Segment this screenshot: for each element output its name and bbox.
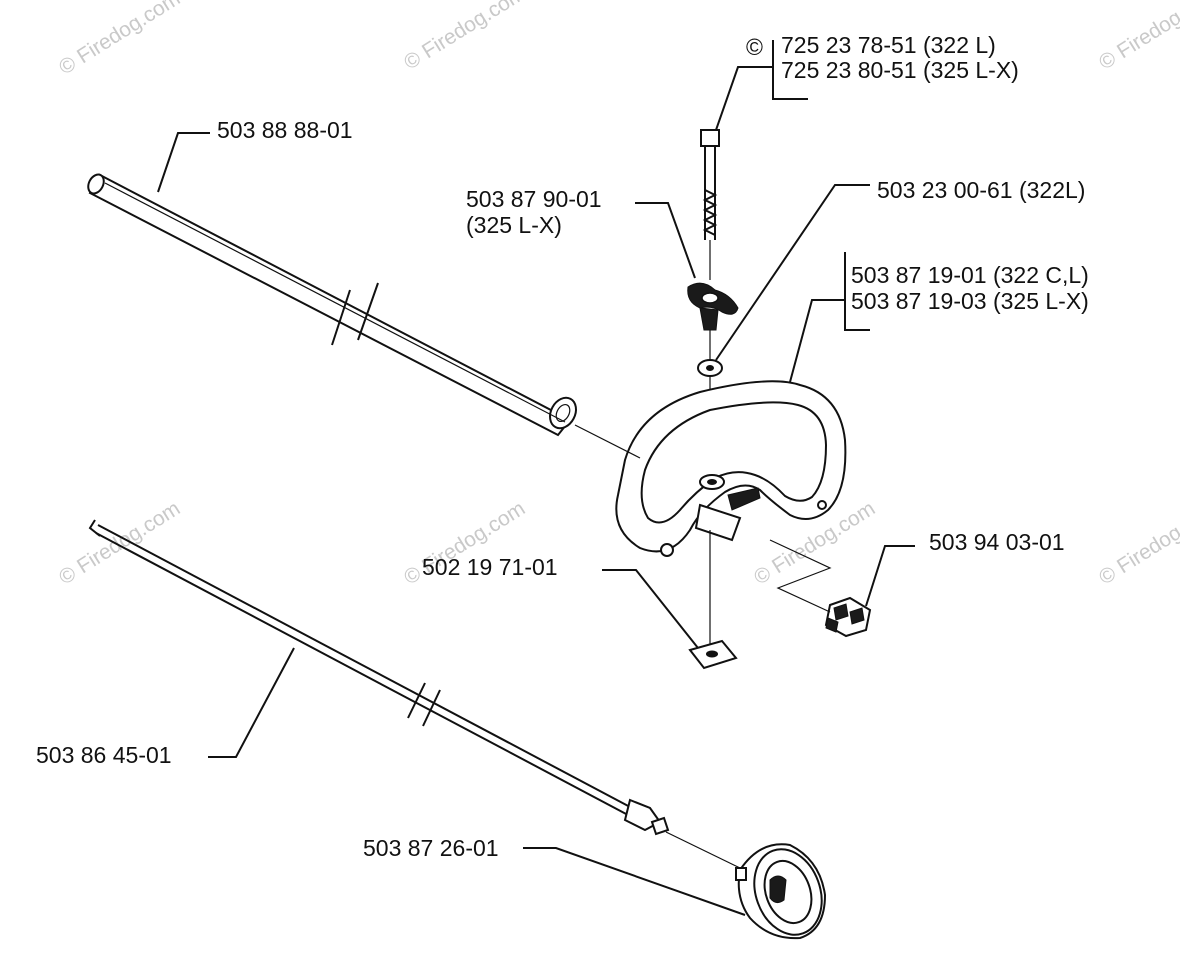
knob-part (687, 282, 739, 360)
clip-connector-line (769, 539, 832, 613)
leader-tube (157, 132, 210, 193)
leader-drum (523, 847, 746, 916)
driveshaft-part (88, 519, 741, 869)
label-driveshaft: 503 86 45-01 (36, 742, 172, 768)
label-clip: 503 94 03-01 (929, 529, 1065, 555)
label-bolt-line-2: 725 23 80-51 (325 L-X) (781, 57, 1019, 83)
leader-driveshaft (208, 647, 295, 758)
tube-axis-line (574, 424, 641, 459)
label-bolt-line-1: 725 23 78-51 (322 L) (781, 32, 996, 58)
label-washer: 503 23 00-61 (322L) (877, 177, 1086, 203)
leader-knob (635, 202, 696, 279)
label-knob-line-2: (325 L-X) (466, 212, 562, 238)
label-knob-line-1: 503 87 90-01 (466, 186, 602, 212)
label-nut: 502 19 71-01 (422, 554, 558, 580)
leader-bolt (715, 66, 773, 131)
clip-part (824, 596, 872, 638)
label-handle-line-2: 503 87 19-03 (325 L-X) (851, 288, 1089, 314)
bracket-handle (844, 252, 870, 331)
label-tube: 503 88 88-01 (217, 117, 353, 143)
nut-part (688, 530, 738, 670)
drum-part (735, 843, 827, 940)
leader-clip (865, 545, 915, 607)
handle-part (615, 380, 847, 557)
bolt-copyright-mark: © (746, 34, 763, 60)
leader-nut (602, 569, 699, 649)
bolt-part (700, 129, 720, 280)
label-handle-line-1: 503 87 19-01 (322 C,L) (851, 262, 1089, 288)
leader-handle (789, 299, 845, 383)
leader-washer (715, 184, 870, 361)
tube-part (87, 173, 577, 437)
label-drum: 503 87 26-01 (363, 835, 499, 861)
bracket-bolt (772, 40, 808, 100)
